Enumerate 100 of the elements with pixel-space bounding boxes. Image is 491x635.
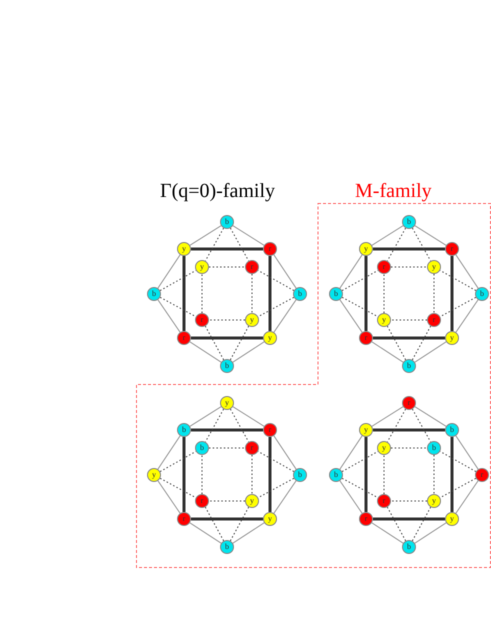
- vertex-label: b: [480, 290, 484, 298]
- dotted-line: [230, 326, 250, 360]
- vertex-circle: [445, 331, 459, 345]
- vertex-circle: [263, 331, 277, 345]
- vertex-label: b: [407, 218, 411, 226]
- graph-edge: [371, 406, 404, 427]
- vertex-circle: [177, 512, 191, 526]
- vertex-circle: [220, 215, 234, 229]
- graph-edge: [232, 225, 265, 246]
- graph-edge: [232, 522, 265, 544]
- vertex-label: b: [225, 543, 229, 551]
- dotted-line: [342, 296, 378, 318]
- vertex-label: b: [450, 426, 454, 434]
- vertex-label: y: [450, 515, 454, 523]
- vertex-circle: [475, 468, 489, 482]
- dotted-line: [342, 478, 378, 498]
- vertex-circle: [195, 313, 209, 327]
- vertex-circle: [293, 468, 307, 482]
- vertex-label: y: [450, 334, 454, 342]
- vertex-circle: [359, 423, 373, 437]
- vertex-circle: [293, 287, 307, 301]
- dotted-line: [208, 500, 246, 502]
- vertex-circle: [220, 540, 234, 554]
- vertex-label: b: [298, 290, 302, 298]
- graph-edge: [414, 406, 447, 427]
- vertex-label: r: [432, 316, 436, 324]
- vertex-circle: [445, 423, 459, 437]
- vertex-circle: [402, 215, 416, 229]
- vertex-circle: [220, 359, 234, 373]
- dotted-line: [160, 478, 196, 498]
- vertex-label: b: [407, 543, 411, 551]
- dotted-line: [204, 408, 224, 442]
- vertex-label: r: [200, 497, 204, 505]
- vertex-label: y: [250, 497, 254, 505]
- vertex-circle: [220, 396, 234, 410]
- graph-edge: [414, 522, 447, 544]
- vertex-circle: [359, 331, 373, 345]
- vertex-circle: [245, 313, 259, 327]
- vertex-circle: [263, 423, 277, 437]
- dotted-line: [440, 270, 476, 292]
- vertex-label: y: [200, 263, 204, 271]
- vertex-circle: [177, 331, 191, 345]
- vertex-label: b: [200, 444, 204, 452]
- graph-edge: [371, 225, 404, 246]
- vertex-circle: [195, 260, 209, 274]
- graph-edge: [339, 480, 363, 514]
- graph-edge: [339, 254, 363, 289]
- vertex-label: y: [364, 245, 368, 253]
- graph-edge: [189, 341, 222, 363]
- graph-edge: [339, 435, 363, 470]
- graph-edge: [455, 480, 479, 514]
- dotted-line: [230, 506, 250, 542]
- vertex-label: b: [225, 218, 229, 226]
- vertex-label: y: [225, 399, 229, 407]
- graph-edge: [157, 480, 181, 514]
- vertex-label: r: [268, 426, 272, 434]
- dotted-line: [160, 296, 196, 318]
- thick-line: [450, 256, 454, 331]
- vertex-circle: [475, 287, 489, 301]
- dotted-line: [440, 478, 476, 498]
- vertex-label: r: [450, 245, 454, 253]
- graph-edge: [273, 254, 297, 289]
- vertex-label: r: [250, 444, 254, 452]
- dotted-line: [258, 296, 294, 318]
- vertex-label: y: [152, 471, 156, 479]
- vertex-circle: [147, 468, 161, 482]
- vertex-circle: [359, 242, 373, 256]
- graph-edge: [273, 435, 297, 470]
- family-heading: M-family: [355, 180, 432, 203]
- vertex-circle: [427, 441, 441, 455]
- thick-line: [364, 437, 368, 512]
- vertex-label: r: [408, 399, 410, 407]
- vertex-label: r: [182, 515, 186, 523]
- thick-line: [191, 248, 263, 250]
- vertex-circle: [427, 260, 441, 274]
- graph-edge: [232, 341, 265, 363]
- vertex-circle: [245, 441, 259, 455]
- vertex-circle: [427, 494, 441, 508]
- vertex-label: y: [364, 426, 368, 434]
- vertex-label: y: [268, 334, 272, 342]
- vertex-circle: [445, 242, 459, 256]
- vertex-label: b: [182, 426, 186, 434]
- dotted-line: [390, 266, 428, 268]
- dotted-line: [204, 228, 224, 262]
- graph-edge: [455, 299, 479, 333]
- dotted-line: [412, 228, 432, 262]
- thick-line: [373, 428, 445, 432]
- graph-edge: [189, 522, 222, 544]
- graph-edge: [339, 299, 363, 333]
- thick-line: [364, 256, 368, 331]
- thick-line: [268, 256, 272, 331]
- dotted-line: [386, 228, 406, 262]
- thick-line: [191, 428, 263, 432]
- vertex-circle: [377, 494, 391, 508]
- dotted-line: [258, 478, 294, 498]
- dotted-line: [258, 450, 294, 472]
- thick-line: [450, 437, 454, 512]
- thick-line: [191, 518, 263, 520]
- vertex-label: r: [182, 334, 186, 342]
- dotted-line: [342, 450, 378, 472]
